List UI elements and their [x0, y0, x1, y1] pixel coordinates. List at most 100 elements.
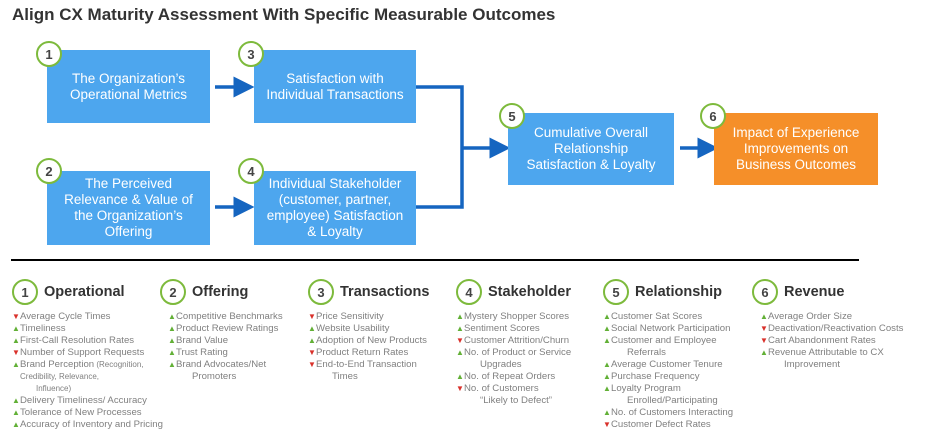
- step-badge-1: 1: [36, 41, 62, 67]
- list-item: ▲Customer and Employee Referrals: [603, 335, 717, 358]
- up-arrow-icon: ▲: [12, 360, 20, 369]
- up-arrow-icon: ▲: [760, 348, 768, 357]
- list-item: ▼Cart Abandonment Rates: [760, 335, 876, 346]
- box-line: The Organization’s: [71, 70, 186, 86]
- up-arrow-icon: ▲: [603, 336, 611, 345]
- down-arrow-icon: ▼: [760, 324, 768, 333]
- step-badge-3: 3: [238, 41, 264, 67]
- list-item: ▲Loyalty Program Enrolled/Participating: [603, 383, 718, 406]
- box-line: the Organization’s: [74, 208, 183, 223]
- box-line: The Perceived: [84, 176, 173, 191]
- column-title: Stakeholder: [488, 284, 571, 300]
- up-arrow-icon: ▲: [168, 348, 176, 357]
- list-item: ▲Brand Perception (Recognition, Credibil…: [12, 359, 144, 393]
- column-relationship: 5 Relationship ▲Customer Sat Scores ▲Soc…: [603, 279, 733, 431]
- box-line: Relationship: [553, 141, 629, 156]
- column-revenue: 6 Revenue ▲Average Order Size ▼Deactivat…: [752, 279, 903, 371]
- box-line: Offering: [104, 224, 153, 239]
- down-arrow-icon: ▼: [12, 348, 20, 357]
- column-offering: 2 Offering ▲Competitive Benchmarks ▲Prod…: [160, 279, 283, 383]
- list-item: ▲Accuracy of Inventory and Pricing: [12, 419, 163, 430]
- list-item: ▲No. of Customers Interacting: [603, 407, 734, 418]
- down-arrow-icon: ▼: [308, 312, 316, 321]
- list-item: ▲Timeliness: [12, 323, 66, 334]
- up-arrow-icon: ▲: [603, 312, 611, 321]
- step-badge-5: 5: [499, 103, 525, 129]
- flow-connectors: [215, 76, 719, 218]
- up-arrow-icon: ▲: [456, 312, 464, 321]
- list-item: ▲No. of Product or Service Upgrades: [456, 347, 572, 370]
- list-item: ▲Sentiment Scores: [456, 323, 540, 334]
- up-arrow-icon: ▲: [308, 336, 316, 345]
- up-arrow-icon: ▲: [168, 336, 176, 345]
- list-item: ▼Customer Defect Rates: [603, 419, 711, 430]
- column-badge: 6: [752, 279, 778, 305]
- up-arrow-icon: ▲: [12, 324, 20, 333]
- box-line: Cumulative Overall: [533, 125, 649, 140]
- up-arrow-icon: ▲: [168, 324, 176, 333]
- up-arrow-icon: ▲: [12, 396, 20, 405]
- column-title: Revenue: [784, 284, 845, 300]
- column-operational: 1 Operational ▼Average Cycle Times ▲Time…: [12, 279, 163, 431]
- list-item: ▼End-to-End Transaction Times: [308, 359, 417, 382]
- list-item: ▲Tolerance of New Processes: [12, 407, 142, 418]
- section-divider: [11, 259, 859, 261]
- up-arrow-icon: ▲: [456, 348, 464, 357]
- list-item: ▲Brand Advocates/Net Promoters: [168, 359, 267, 382]
- list-item: ▲Social Network Participation: [603, 323, 731, 334]
- column-badge: 4: [456, 279, 482, 305]
- list-item: ▲Website Usability: [308, 323, 390, 334]
- box-line: employee) Satisfaction: [266, 208, 404, 223]
- box-stakeholder-satisfaction: Individual Stakeholder(customer, partner…: [254, 171, 416, 245]
- up-arrow-icon: ▲: [603, 360, 611, 369]
- up-arrow-icon: ▲: [168, 360, 176, 369]
- box-line: Individual Stakeholder: [268, 176, 402, 191]
- column-badge: 5: [603, 279, 629, 305]
- list-item: ▲Average Order Size: [760, 311, 853, 322]
- up-arrow-icon: ▲: [603, 372, 611, 381]
- list-item: ▼Customer Attrition/Churn: [456, 335, 570, 346]
- up-arrow-icon: ▲: [12, 408, 20, 417]
- down-arrow-icon: ▼: [456, 384, 464, 393]
- box-line: Satisfaction & Loyalty: [526, 157, 656, 172]
- column-transactions: 3 Transactions ▼Price Sensitivity ▲Websi…: [308, 279, 429, 383]
- list-item: ▲Trust Rating: [168, 347, 228, 358]
- column-stakeholder: 4 Stakeholder ▲Mystery Shopper Scores ▲S…: [456, 279, 571, 407]
- step-badge-4: 4: [238, 158, 264, 184]
- down-arrow-icon: ▼: [760, 336, 768, 345]
- up-arrow-icon: ▲: [456, 324, 464, 333]
- box-line: Operational Metrics: [69, 86, 188, 102]
- box-line: Relevance & Value of: [64, 192, 193, 207]
- list-item: ▲Delivery Timeliness/ Accuracy: [12, 395, 147, 406]
- list-item: ▲First-Call Resolution Rates: [12, 335, 135, 346]
- connector-3-to-merge: [416, 85, 464, 209]
- down-arrow-icon: ▼: [603, 420, 611, 429]
- down-arrow-icon: ▼: [12, 312, 20, 321]
- list-item: ▼Average Cycle Times: [12, 311, 111, 322]
- column-title: Operational: [44, 284, 125, 300]
- box-line: Impact of Experience: [732, 125, 860, 140]
- list-item: ▼Number of Support Requests: [12, 347, 145, 358]
- list-item: ▼Product Return Rates: [308, 347, 409, 358]
- list-item: ▲Adoption of New Products: [308, 335, 427, 346]
- down-arrow-icon: ▼: [308, 348, 316, 357]
- box-line: & Loyalty: [307, 224, 363, 239]
- up-arrow-icon: ▲: [308, 324, 316, 333]
- up-arrow-icon: ▲: [168, 312, 176, 321]
- list-item: ▼No. of Customers “Likely to Defect”: [456, 383, 552, 406]
- up-arrow-icon: ▲: [603, 324, 611, 333]
- list-item: ▲Competitive Benchmarks: [168, 311, 283, 322]
- up-arrow-icon: ▲: [12, 420, 20, 429]
- page-title: Align CX Maturity Assessment With Specif…: [12, 5, 556, 24]
- up-arrow-icon: ▲: [456, 372, 464, 381]
- box-line: Business Outcomes: [735, 157, 857, 172]
- column-badge: 3: [308, 279, 334, 305]
- list-item: ▲Product Review Ratings: [168, 323, 279, 334]
- box-line: Satisfaction with: [286, 70, 384, 86]
- up-arrow-icon: ▲: [12, 336, 20, 345]
- list-item: ▲Purchase Frequency: [603, 371, 700, 382]
